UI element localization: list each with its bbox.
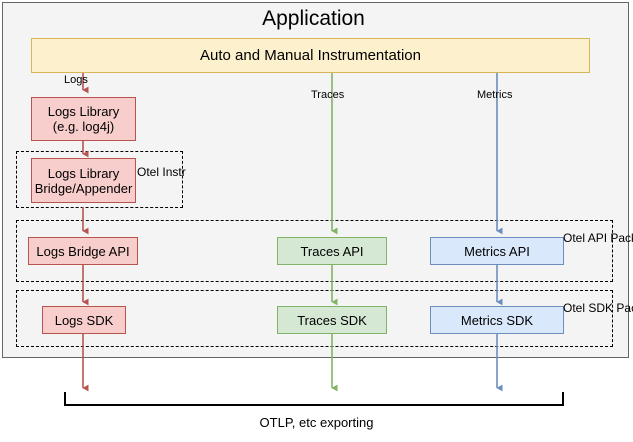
- group-label-line1: Otel: [563, 231, 586, 245]
- page-title: Application: [262, 7, 365, 30]
- edge-label-metrics: Metrics: [477, 89, 513, 101]
- group-label-line3: Package: [610, 231, 633, 245]
- node-label: Traces API: [300, 243, 364, 259]
- node-label: Logs SDK: [54, 312, 114, 328]
- export-label: OTLP, etc exporting: [259, 415, 374, 430]
- edge-label-traces: Traces: [311, 89, 345, 101]
- node-label-line2: (e.g. log4j): [52, 119, 115, 134]
- node-label: Metrics API: [464, 243, 530, 259]
- node-label: Auto and Manual Instrumentation: [200, 47, 421, 64]
- node-label: Metrics SDK: [460, 312, 534, 328]
- node-label: Traces SDK: [297, 312, 367, 328]
- group-label-line1: Otel: [563, 301, 586, 315]
- group-label-line3: Package: [616, 301, 633, 315]
- export-bracket: [64, 392, 564, 406]
- node-logs-library-bridge-appender[interactable]: Logs Library Bridge/Appender: [31, 158, 136, 203]
- group-otel-sdk-package: [16, 290, 613, 347]
- node-traces-api[interactable]: Traces API: [277, 237, 387, 265]
- node-logs-bridge-api[interactable]: Logs Bridge API: [28, 237, 138, 265]
- group-label-line1: Otel: [137, 165, 160, 179]
- edge-label-logs: Logs: [64, 74, 88, 86]
- node-label: Logs Bridge API: [36, 243, 130, 259]
- node-logs-library[interactable]: Logs Library (e.g. log4j): [31, 97, 136, 141]
- group-label-line2: API: [587, 231, 608, 245]
- group-otel-instr: [16, 151, 183, 208]
- node-traces-sdk[interactable]: Traces SDK: [277, 306, 387, 334]
- node-metrics-sdk[interactable]: Metrics SDK: [430, 306, 564, 334]
- group-otel-api-package: [16, 220, 613, 282]
- node-logs-sdk[interactable]: Logs SDK: [42, 306, 126, 334]
- group-label-otel-api-package: Otel API Package: [563, 231, 633, 246]
- group-label-line2: SDK: [588, 301, 614, 315]
- node-auto-manual-instrumentation[interactable]: Auto and Manual Instrumentation: [31, 38, 590, 73]
- node-label-line1: Logs Library: [47, 104, 120, 119]
- node-label-line1: Logs Library: [47, 165, 120, 181]
- group-label-line2: Instr: [162, 165, 186, 179]
- node-label-line2: Bridge/Appender: [34, 180, 133, 196]
- group-label-otel-sdk-package: Otel SDK Package: [563, 301, 633, 316]
- group-label-otel-instr: Otel Instr: [137, 165, 186, 180]
- node-metrics-api[interactable]: Metrics API: [430, 237, 564, 265]
